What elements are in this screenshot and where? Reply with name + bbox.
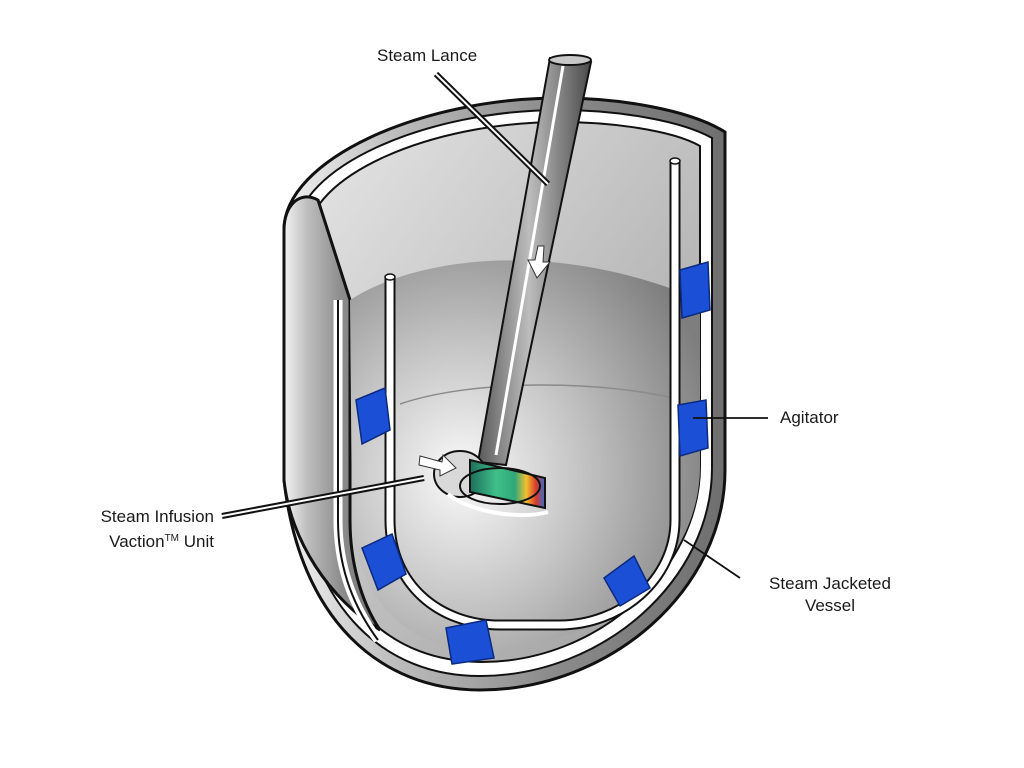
steam-flow-arrow-icon (418, 453, 457, 477)
vessel-liquid-line (399, 384, 691, 405)
label-infusion-line1: Steam Infusion (100, 507, 214, 526)
label-infusion-unit: Unit (179, 532, 214, 551)
vessel-inner-bowl (350, 260, 700, 650)
label-vessel-line1: Steam Jacketed (769, 574, 891, 593)
label-steam-lance: Steam Lance (377, 45, 477, 67)
label-infusion-line2: VactionTM Unit (60, 528, 214, 553)
label-agitator-text: Agitator (780, 408, 839, 427)
steam-infusion-unit (418, 450, 549, 518)
label-vessel-line2: Vessel (804, 596, 856, 615)
vessel-cutaway-wall (282, 195, 382, 632)
label-infusion-trademark: TM (164, 533, 180, 544)
flow-arrow-down-icon (527, 245, 552, 279)
agitator-blade (361, 532, 407, 592)
agitator-blade (603, 554, 651, 608)
leader-line-vessel (683, 539, 741, 579)
label-steam-infusion-unit: Steam Infusion VactionTM Unit (60, 506, 214, 553)
agitator-blade (355, 386, 391, 446)
label-agitator: Agitator (780, 407, 839, 429)
label-steam-lance-text: Steam Lance (377, 46, 478, 65)
agitator-blades (355, 261, 711, 665)
label-infusion-vaction: Vaction (109, 532, 165, 551)
label-steam-jacketed-vessel: Steam Jacketed Vessel (744, 573, 916, 617)
agitator-blade (677, 399, 709, 457)
agitator-blade (445, 619, 495, 665)
agitator-blade (679, 261, 711, 319)
